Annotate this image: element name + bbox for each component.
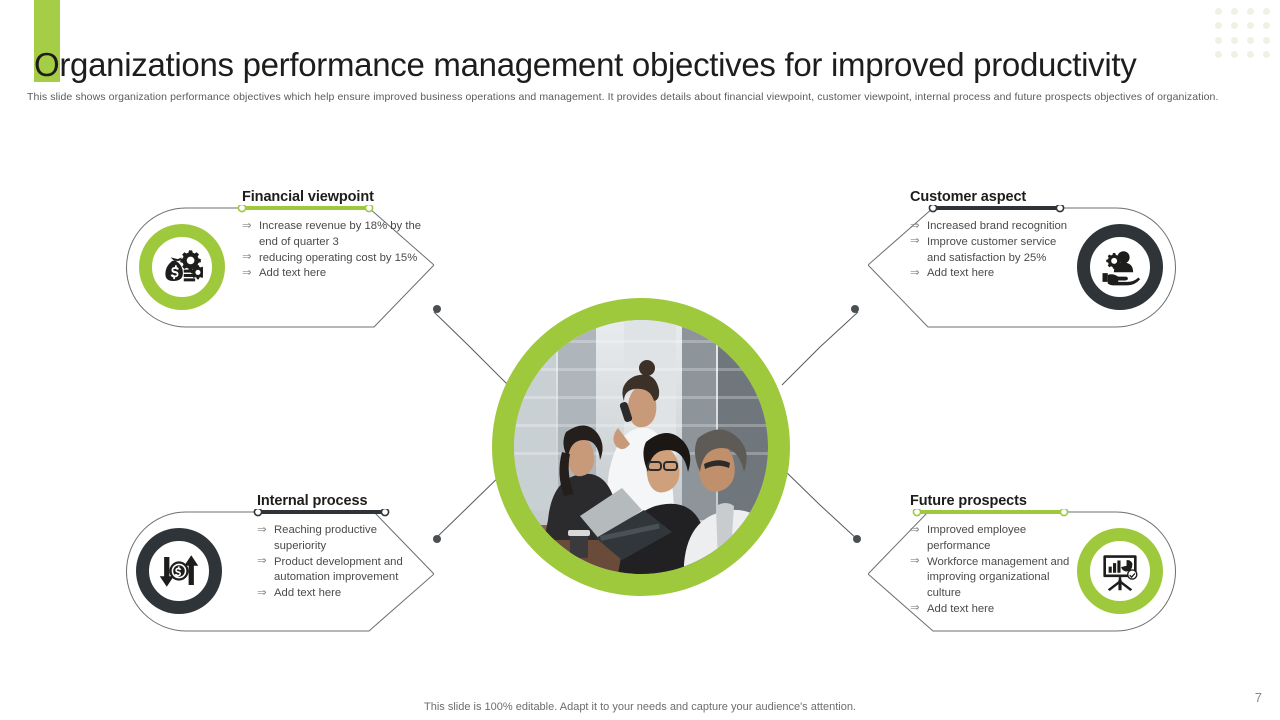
list-item: ⇒ Improved employee performance [910,523,1080,555]
bullet-arrow-icon: ⇒ [910,555,920,568]
list-item: ⇒ Reaching productive superiority [257,523,432,555]
team-meeting-illustration [514,320,768,574]
card-customer-aspect[interactable]: Customer aspect ⇒ Increased brand recogni… [868,189,1178,330]
list-item: ⇒ Add text here [257,586,432,602]
list-item-text: Improved employee performance [927,524,1027,552]
list-item: ⇒ Add text here [242,266,422,282]
decorative-dot-grid [1210,4,1274,62]
list-item: ⇒ Improve customer service and satisfacti… [910,235,1075,267]
bullet-arrow-icon: ⇒ [257,555,267,568]
page-number: 7 [1254,690,1262,705]
bullet-arrow-icon: ⇒ [242,266,252,279]
bullet-arrow-icon: ⇒ [910,602,920,615]
list-item: ⇒ Add text here [910,602,1080,618]
list-item-text: Increased brand recognition [927,220,1068,232]
money-bag-gears-glyph [165,250,203,282]
dollar-coin-arrows-icon [136,528,222,614]
bullet-arrow-icon: ⇒ [242,251,252,264]
hand-holding-customer-gear-icon [1077,224,1163,310]
card-financial-viewpoint[interactable]: Financial viewpoint ⇒Increase reven [124,189,434,330]
dollar-arrows-glyph [159,555,199,587]
page-title: Organizations performance management obj… [34,46,1137,83]
presentation-board-glyph [1103,555,1138,591]
card-future-prospects[interactable]: Future prospects [868,493,1178,634]
list-item-text: Increase revenue by 18% by the end of qu… [259,220,422,248]
bullet-arrow-icon: ⇒ [257,586,267,599]
list-item: ⇒ Product development and automation impr… [257,555,432,587]
bullet-arrow-icon: ⇒ [242,219,252,232]
page-subtitle: This slide shows organization performanc… [27,91,1219,103]
center-image-circle [492,298,790,596]
card-bullet-list: ⇒ Increase revenue by 18% by the end of q… [242,219,422,282]
card-title: Internal process [257,493,368,509]
list-item: ⇒ Workforce management and improving orga… [910,555,1080,602]
list-item: ⇒ Add text here [910,266,1075,282]
bullet-arrow-icon: ⇒ [910,523,920,536]
title-accent-bar [34,0,60,82]
list-item-text: Add text here [274,587,342,600]
footer-note: This slide is 100% editable. Adapt it to… [424,701,856,713]
card-internal-process[interactable]: Internal process ⇒ Reaching productive su… [124,493,434,634]
list-item: ⇒ Increase revenue by 18% by the end of q… [242,219,422,251]
bullet-arrow-icon: ⇒ [910,219,920,232]
card-bullet-list: ⇒ Increased brand recognition ⇒ Improve cu… [910,219,1075,282]
card-title: Customer aspect [910,189,1027,205]
list-item-text: Add text here [927,267,995,280]
list-item-text: reducing operating cost by 15% [259,251,418,264]
list-item-text: Add text here [259,267,327,280]
card-title: Financial viewpoint [242,189,374,205]
list-item: ⇒ reducing operating cost by 15% [242,251,422,267]
bullet-arrow-icon: ⇒ [910,266,920,279]
list-item-text: Add text here [927,602,995,615]
bullet-arrow-icon: ⇒ [257,523,267,536]
card-bullet-list: ⇒ Improved employee performance ⇒ Workforc… [910,523,1080,618]
hand-customer-gear-glyph [1102,251,1141,286]
list-item-text: Product development and automation impro… [274,555,403,584]
list-item: ⇒ Increased brand recognition [910,219,1075,235]
bullet-arrow-icon: ⇒ [910,235,920,248]
list-item-text: Reaching productive superiority [274,524,377,552]
money-bag-gears-icon [139,224,225,310]
card-bullet-list: ⇒ Reaching productive superiority ⇒ Produc… [257,523,432,602]
list-item-text: Workforce management and improving organ… [927,555,1070,600]
center-photo [514,320,768,574]
list-item-text: Improve customer service and satisfactio… [927,235,1057,264]
presentation-chart-board-icon [1077,528,1163,614]
card-title: Future prospects [910,493,1027,509]
